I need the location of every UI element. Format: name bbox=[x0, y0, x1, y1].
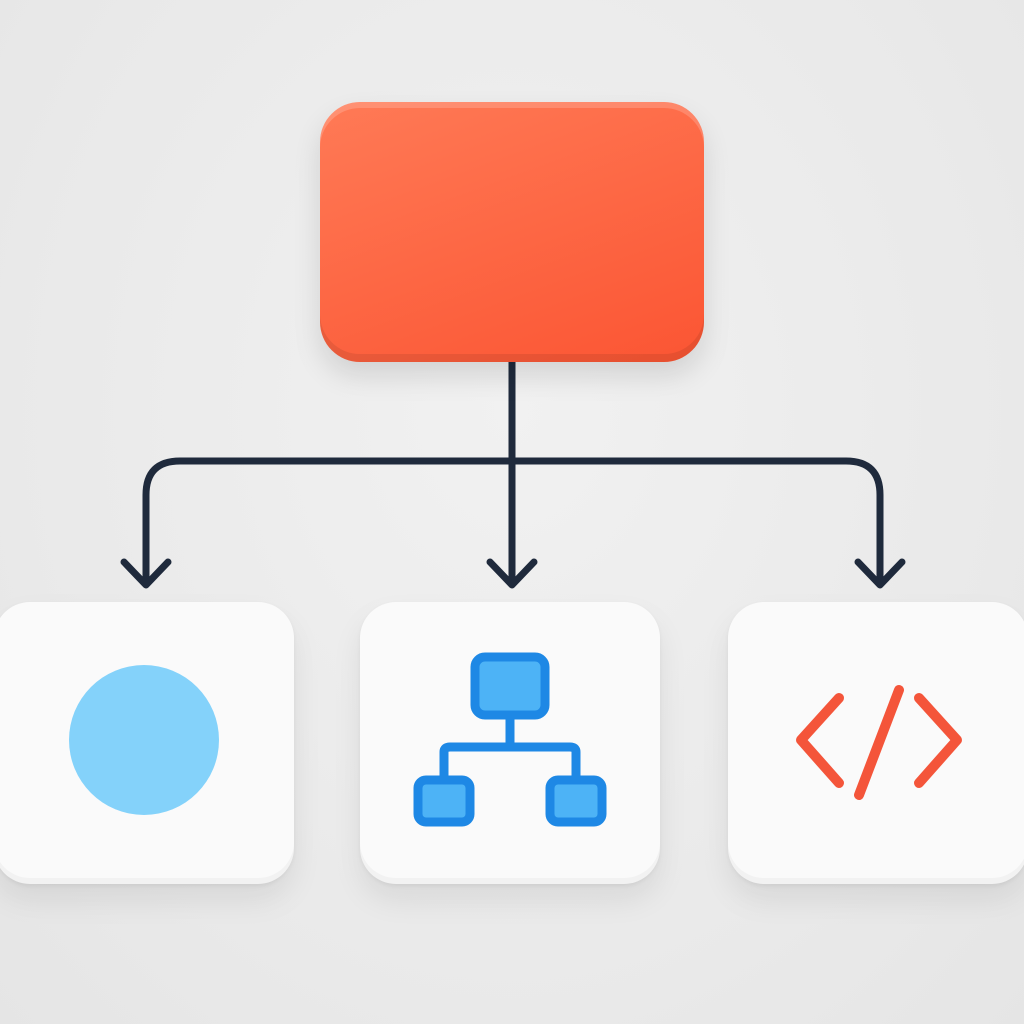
child-node-code[interactable] bbox=[728, 602, 1024, 884]
code-icon bbox=[796, 685, 962, 800]
child-node-circle[interactable] bbox=[0, 602, 294, 884]
arrowhead-right bbox=[854, 558, 906, 589]
arrowhead-center bbox=[486, 558, 538, 589]
root-node[interactable] bbox=[320, 102, 704, 362]
arrowhead-left bbox=[120, 558, 172, 589]
connector-right bbox=[508, 457, 884, 586]
connector-left bbox=[142, 457, 516, 586]
circle-icon bbox=[69, 665, 219, 815]
network-icon bbox=[413, 652, 607, 827]
child-node-network[interactable] bbox=[360, 602, 660, 884]
